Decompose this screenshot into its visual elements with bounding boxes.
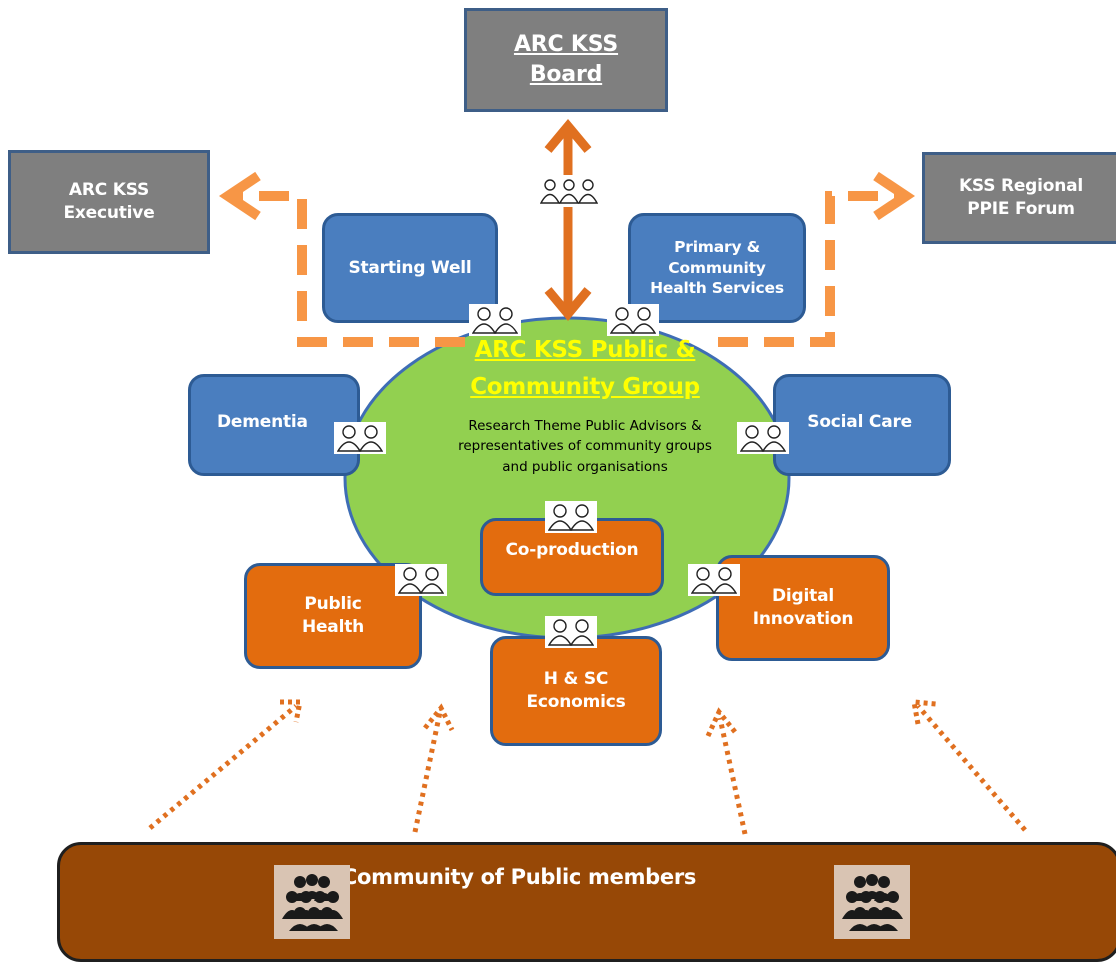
community-arrow-1 — [148, 699, 304, 830]
crowd-icon — [274, 865, 350, 939]
crowd-icon — [834, 865, 910, 939]
theme-public-health-line2: Health — [301, 617, 365, 637]
theme-coproduction-label: Co-production — [505, 540, 639, 560]
theme-social-care: Social Care — [773, 374, 951, 476]
hub-title: ARC KSS Public & Community Group — [400, 332, 770, 406]
board-label-line1: ARC KSS — [513, 32, 619, 58]
forum-box: KSS Regional PPIE Forum — [922, 152, 1116, 244]
community-arrow-4 — [910, 699, 1027, 832]
forum-label-line1: KSS Regional — [958, 176, 1084, 197]
theme-dementia-label: Dementia — [217, 412, 308, 432]
people-pair-icon — [334, 422, 386, 454]
people-pair-icon — [607, 304, 659, 336]
theme-primary-care-line3: Health Services — [650, 279, 784, 298]
theme-starting-well: Starting Well — [322, 213, 498, 323]
theme-primary-care-line1: Primary & — [674, 237, 760, 256]
theme-digital-innovation-line1: Digital — [772, 586, 834, 607]
executive-box: ARC KSS Executive — [8, 150, 210, 254]
theme-digital-innovation-line2: Innovation — [752, 609, 854, 629]
theme-social-care-label: Social Care — [807, 412, 912, 432]
executive-label-line2: Executive — [63, 203, 155, 223]
people-trio-icon — [538, 175, 600, 207]
theme-economics-line1: H & SC — [543, 669, 609, 690]
theme-digital-innovation: Digital Innovation — [716, 555, 890, 661]
people-pair-icon — [469, 304, 521, 336]
theme-economics-line2: Economics — [526, 692, 626, 712]
board-box: ARC KSS Board — [464, 8, 668, 112]
executive-link-arrow — [232, 191, 465, 347]
forum-link-arrow — [718, 191, 900, 347]
community-arrow-3 — [705, 707, 748, 835]
board-label-line2: Board — [529, 62, 603, 87]
hub-description-line1: Research Theme Public Advisors & — [468, 418, 702, 434]
executive-label-line1: ARC KSS — [68, 180, 150, 201]
people-pair-icon — [395, 564, 447, 596]
hub-description: Research Theme Public Advisors & represe… — [410, 416, 760, 477]
theme-public-health-line1: Public — [304, 594, 362, 615]
community-bar: Community of Public members — [57, 842, 1116, 962]
forum-label-line2: PPIE Forum — [967, 199, 1075, 219]
people-pair-icon — [737, 422, 789, 454]
hub-title-line1: ARC KSS Public & — [474, 337, 696, 363]
theme-primary-care-line2: Community — [668, 258, 766, 277]
hub-description-line3: and public organisations — [502, 458, 668, 475]
community-arrow-2 — [412, 703, 455, 833]
theme-starting-well-label: Starting Well — [348, 257, 472, 278]
community-label: Community of Public members — [341, 865, 697, 889]
people-pair-icon — [545, 616, 597, 648]
people-pair-icon — [545, 501, 597, 533]
theme-economics: H & SC Economics — [490, 636, 662, 746]
theme-public-health: Public Health — [244, 563, 422, 669]
hub-title-line2: Community Group — [470, 373, 700, 400]
hub-description-line2: representatives of community groups — [458, 438, 712, 455]
people-pair-icon — [688, 564, 740, 596]
